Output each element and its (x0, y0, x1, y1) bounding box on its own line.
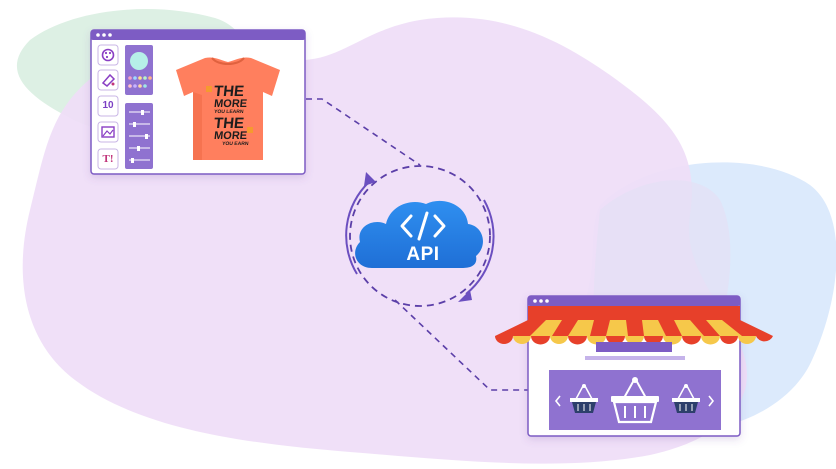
product-carousel (549, 370, 721, 430)
palette-tool-button[interactable] (98, 45, 118, 65)
slider-handle[interactable] (133, 122, 136, 127)
store-title-bar (528, 296, 740, 306)
window-dot (96, 33, 100, 37)
color-swatch[interactable] (143, 76, 147, 80)
selected-color-swatch[interactable] (130, 52, 148, 70)
color-panel (125, 45, 153, 95)
window-dot (545, 299, 549, 303)
store-subtitle-bar (585, 356, 685, 360)
shirt-text-line: THE (213, 116, 245, 131)
tshirt-shadow (193, 92, 202, 160)
color-swatch[interactable] (128, 76, 132, 80)
slider-panel (125, 103, 153, 169)
paint-tool-button[interactable] (98, 70, 118, 90)
tshirt-print-accent (206, 86, 212, 92)
store-awning (495, 306, 773, 344)
color-swatch[interactable] (128, 84, 132, 88)
text-icon: T! (98, 153, 118, 165)
slider-handle[interactable] (137, 146, 140, 151)
online-store-window (495, 296, 773, 436)
tshirt-print-accent (247, 127, 253, 133)
api-label: API (396, 244, 450, 266)
designer-title-bar (91, 30, 305, 40)
slider-handle[interactable] (141, 110, 144, 115)
color-swatch[interactable] (138, 84, 142, 88)
window-dot (108, 33, 112, 37)
product-designer-window (91, 30, 305, 174)
awning-top-bar (528, 306, 740, 320)
font-size-value: 10 (98, 100, 118, 111)
shirt-text-line: THE (213, 84, 245, 99)
window-dot (102, 33, 106, 37)
store-banner (596, 342, 672, 352)
window-dot (533, 299, 537, 303)
color-swatch[interactable] (148, 76, 152, 80)
color-swatch[interactable] (133, 76, 137, 80)
slider-handle[interactable] (145, 134, 148, 139)
window-dot (539, 299, 543, 303)
color-swatch[interactable] (138, 76, 142, 80)
slider-handle[interactable] (131, 158, 134, 163)
color-swatch[interactable] (143, 84, 147, 88)
shirt-text-line: YOU EARN (222, 142, 249, 147)
color-swatch[interactable] (133, 84, 137, 88)
